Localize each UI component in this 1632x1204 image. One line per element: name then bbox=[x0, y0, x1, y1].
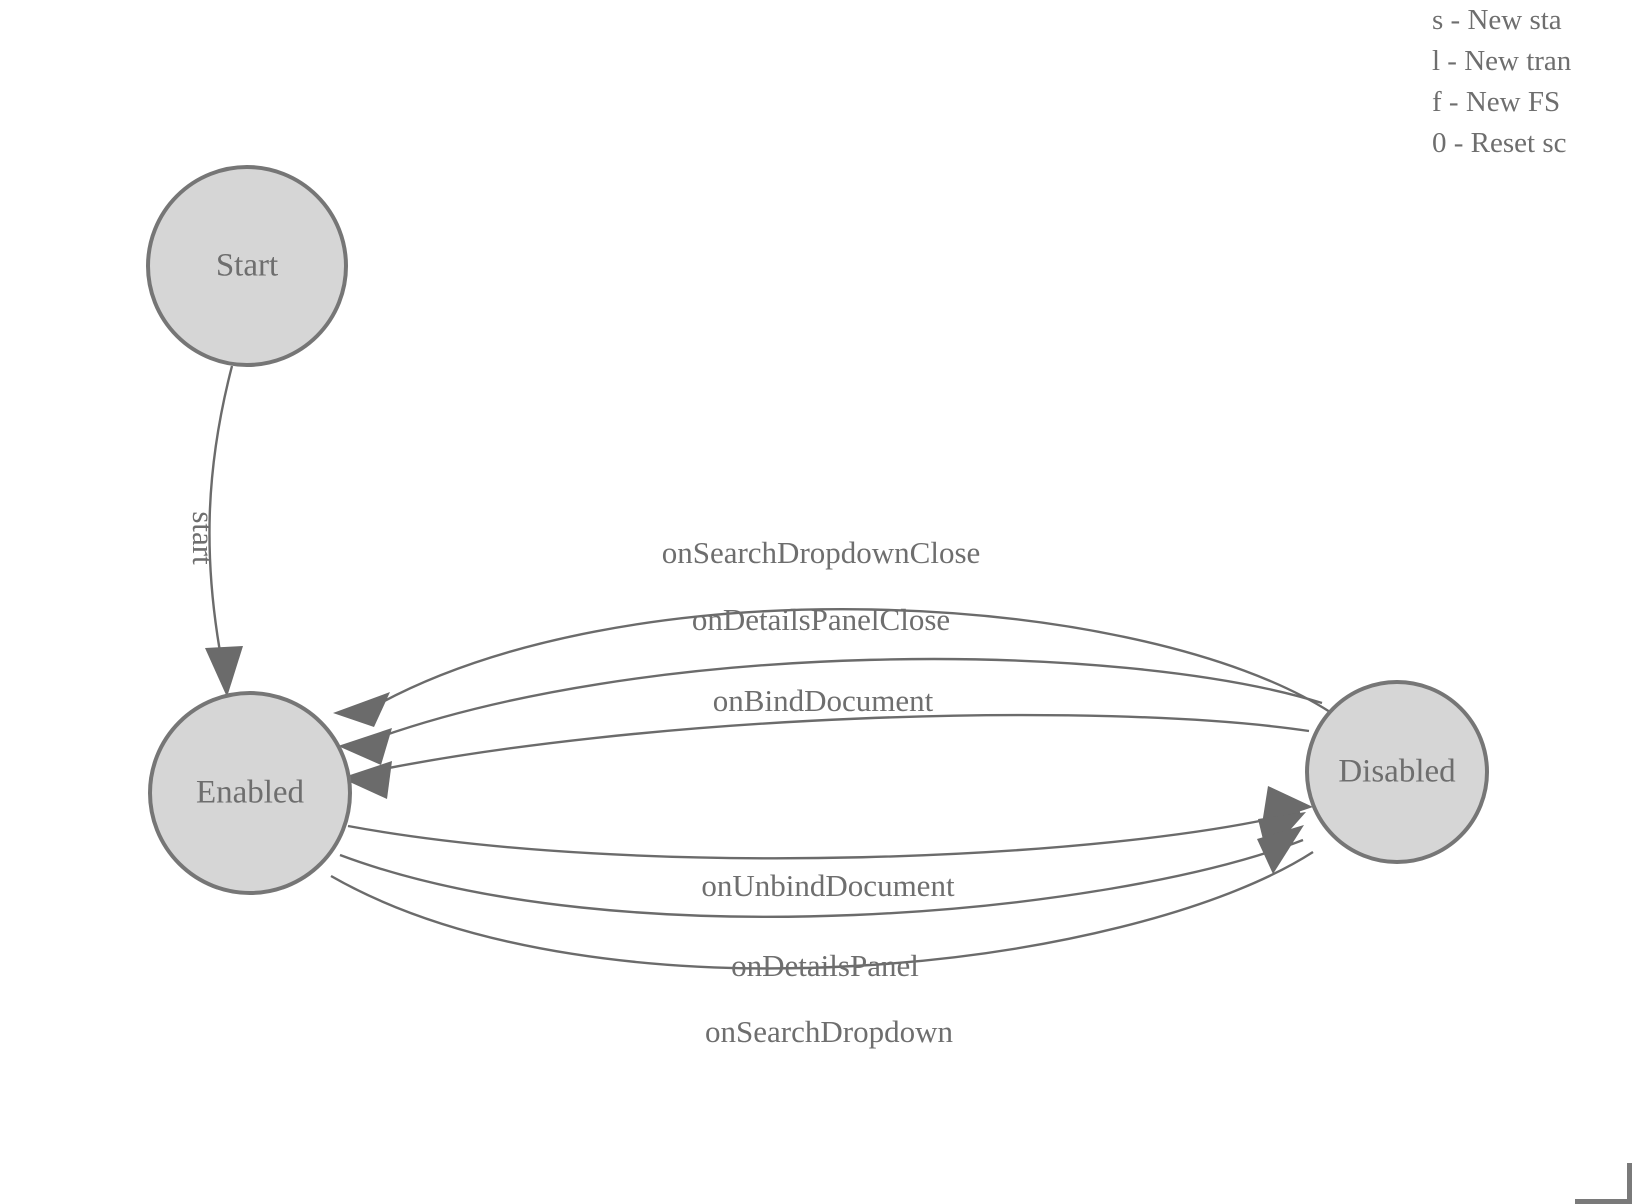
edge-onbinddocument-path bbox=[353, 713, 1310, 777]
edge-onunbinddocument[interactable] bbox=[347, 786, 1313, 860]
state-node-enabled-label: Enabled bbox=[196, 775, 305, 811]
edge-label-onsearchdropdown: onSearchDropdown bbox=[705, 1014, 953, 1049]
edge-onsearchdropdownclose[interactable] bbox=[333, 608, 1331, 727]
edge-onunbinddocument-path bbox=[347, 810, 1301, 860]
state-node-start-label: Start bbox=[216, 248, 278, 284]
edge-ondetailspanelclose-arrowhead bbox=[338, 728, 392, 765]
edge-onsearchdropdown[interactable] bbox=[330, 825, 1314, 970]
edge-label-onbinddocument: onBindDocument bbox=[713, 683, 934, 718]
edge-label-start: start bbox=[186, 511, 221, 565]
state-node-enabled[interactable]: Enabled bbox=[148, 691, 352, 895]
edge-label-ondetailspanelclose: onDetailsPanelClose bbox=[692, 602, 950, 637]
edge-onbinddocument[interactable] bbox=[341, 713, 1310, 799]
state-node-enabled-circle bbox=[148, 691, 352, 895]
edge-start[interactable] bbox=[205, 365, 243, 697]
state-node-disabled-label: Disabled bbox=[1338, 754, 1456, 790]
edge-label-onunbinddocument: onUnbindDocument bbox=[701, 868, 955, 903]
edge-onsearchdropdownclose-path bbox=[360, 608, 1331, 716]
edge-ondetailspanel-path bbox=[339, 838, 1304, 918]
edge-ondetailspanelclose-path bbox=[357, 657, 1323, 747]
edge-ondetailspanelclose[interactable] bbox=[338, 657, 1323, 765]
edge-start-path bbox=[208, 365, 234, 664]
edge-onsearchdropdownclose-arrowhead bbox=[333, 692, 390, 727]
edge-label-ondetailspanel: onDetailsPanel bbox=[731, 948, 919, 983]
edge-onunbinddocument-arrowhead bbox=[1262, 786, 1313, 824]
edge-onsearchdropdown-arrowhead bbox=[1257, 825, 1304, 874]
state-node-start-circle bbox=[146, 165, 348, 367]
state-node-disabled-circle bbox=[1305, 680, 1489, 864]
state-node-start[interactable]: Start bbox=[146, 165, 348, 367]
panel-corner-bracket bbox=[1575, 1163, 1632, 1204]
edge-label-onsearchdropdownclose: onSearchDropdownClose bbox=[662, 535, 981, 570]
edge-onbinddocument-arrowhead bbox=[341, 761, 392, 799]
state-node-disabled[interactable]: Disabled bbox=[1305, 680, 1489, 864]
edge-start-arrowhead bbox=[205, 646, 243, 697]
edge-onsearchdropdown-path bbox=[330, 850, 1314, 970]
